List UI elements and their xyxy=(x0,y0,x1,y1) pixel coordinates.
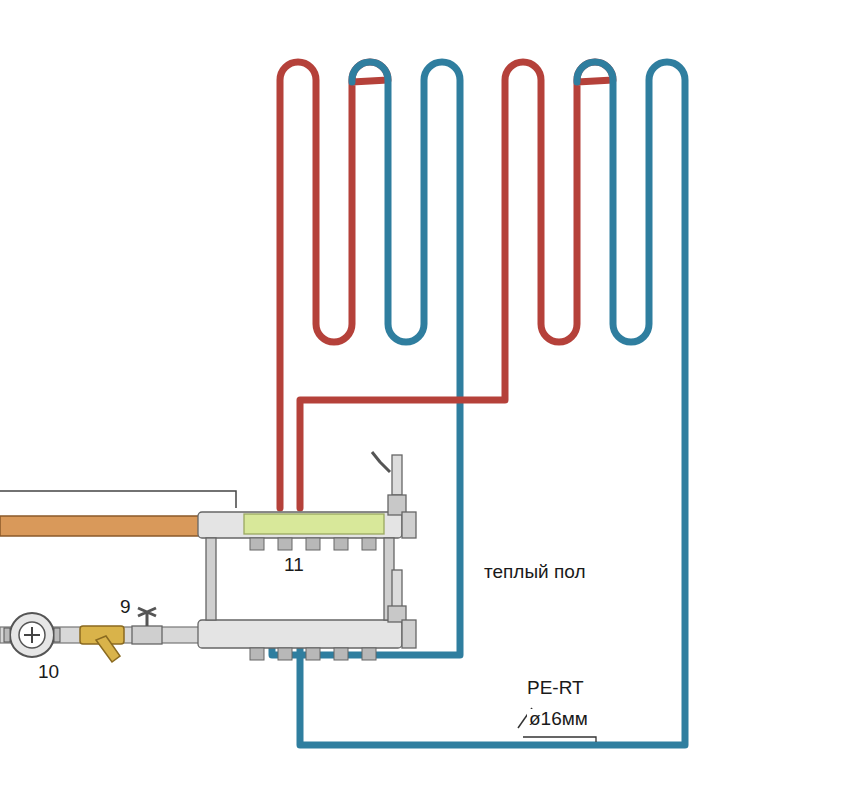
callout-number: 10 xyxy=(36,662,61,683)
supply-pipe xyxy=(0,516,205,536)
outlet-fitting xyxy=(250,648,264,660)
outlet-fitting xyxy=(306,538,320,550)
callout-number: 11 xyxy=(282,555,306,576)
return-loop-1 xyxy=(272,62,460,655)
supply-loop-1 xyxy=(280,62,388,508)
ball-valve xyxy=(132,608,162,644)
leader-line xyxy=(523,737,596,742)
pipe-label: PE-RT xyxy=(525,678,586,699)
strainer xyxy=(80,626,124,662)
sensor-line xyxy=(0,491,236,508)
outlet-fitting xyxy=(306,648,320,660)
outlet-fitting xyxy=(334,648,348,660)
outlet-fitting xyxy=(334,538,348,550)
pipe-label: ø16мм xyxy=(527,709,590,730)
outlet-fitting xyxy=(250,538,264,550)
manifold-outlets xyxy=(250,538,376,660)
pump xyxy=(4,613,60,657)
outlet-fitting xyxy=(278,648,292,660)
supply-loop-2 xyxy=(300,62,613,508)
outlet-fitting xyxy=(362,648,376,660)
outlet-fitting xyxy=(362,538,376,550)
outlet-fitting xyxy=(278,538,292,550)
manifold xyxy=(198,452,416,648)
callout-number: 9 xyxy=(118,597,133,618)
pipe-label: теплый пол xyxy=(482,562,588,583)
